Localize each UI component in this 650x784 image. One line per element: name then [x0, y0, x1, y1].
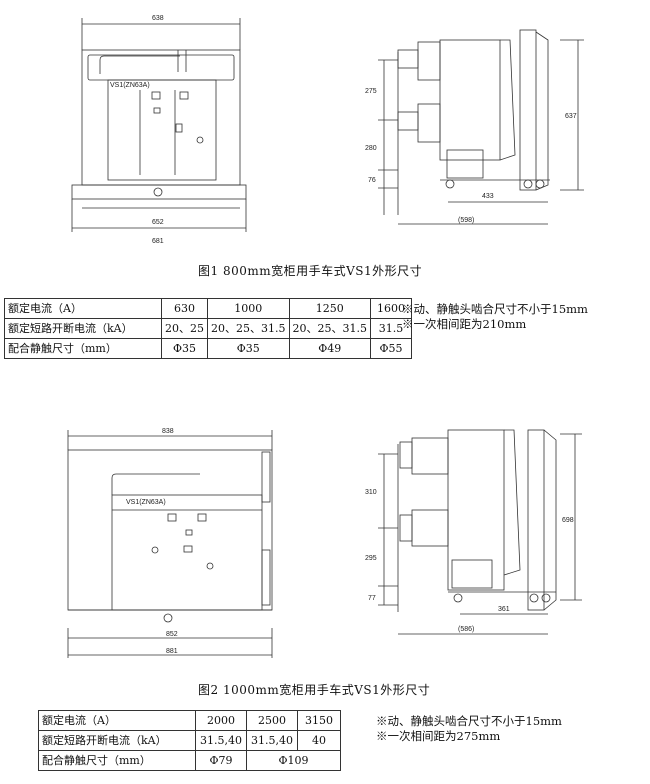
- fig1-notes: ※动、静触头啮合尺寸不小于15mm ※一次相间距为210mm: [402, 302, 588, 332]
- table-cell: Φ35: [161, 338, 208, 359]
- table-cell: 31.5,40: [195, 730, 247, 751]
- table-row: 额定短路开断电流（kA） 20、25 20、25、31.5 20、25、31.5…: [4, 318, 412, 339]
- table-cell: Φ49: [288, 338, 371, 359]
- fig2-side-view: 310 295 77 698 361 (586): [365, 429, 582, 635]
- row-label: 配合静触尺寸（mm）: [4, 338, 162, 359]
- fig2-dim-upper: 310: [365, 489, 377, 496]
- fig2-dim-outer: 881: [166, 648, 178, 655]
- fig1-dim-lower: 280: [365, 145, 377, 152]
- table-cell: 20、25、31.5: [288, 318, 371, 339]
- fig1-dim-upper: 275: [365, 88, 377, 95]
- fig1-side-view: 275 280 76 637 433 (598): [365, 29, 584, 225]
- fig1-spec-table: 额定电流（A） 630 1000 1250 1600 额定短路开断电流（kA） …: [4, 298, 412, 359]
- fig1-dim-outer: 681: [152, 238, 164, 245]
- table-cell: 2000: [195, 710, 247, 731]
- fig2-dim-total: (586): [458, 626, 474, 633]
- table-cell: 1250: [288, 298, 371, 319]
- table-row: 配合静触尺寸（mm） Φ79 Φ109: [38, 750, 341, 771]
- table-row: 额定短路开断电流（kA） 31.5,40 31.5,40 40: [38, 730, 341, 751]
- row-label: 额定电流（A）: [38, 710, 196, 731]
- note-line: ※一次相间距为210mm: [402, 317, 527, 331]
- row-label: 额定电流（A）: [4, 298, 162, 319]
- fig1-front-view: 638 VS1(ZN63A) 652 681: [71, 15, 247, 245]
- row-label: 额定短路开断电流（kA）: [38, 730, 196, 751]
- fig1-dim-height: 637: [565, 113, 577, 120]
- fig2-dim-height: 698: [562, 517, 574, 524]
- table-cell: 20、25、31.5: [207, 318, 290, 339]
- table-cell: 2500: [246, 710, 298, 731]
- fig2-front-view: 838 VS1(ZN63A) 852 881: [67, 428, 273, 658]
- row-label: 配合静触尺寸（mm）: [38, 750, 196, 771]
- table-row: 额定电流（A） 2000 2500 3150: [38, 710, 341, 731]
- fig2-spec-table: 额定电流（A） 2000 2500 3150 额定短路开断电流（kA） 31.5…: [38, 710, 341, 771]
- fig2-dim-depth: 361: [498, 606, 510, 613]
- table-cell: 31.5: [370, 318, 412, 339]
- fig2-dim-inner: 852: [166, 631, 178, 638]
- fig1-dim-total: (598): [458, 217, 474, 224]
- table-cell: 31.5,40: [246, 730, 298, 751]
- fig1-drawings: 638 VS1(ZN63A) 652 681 275 280: [71, 15, 584, 245]
- table-cell: Φ55: [370, 338, 412, 359]
- fig1-dim-width-top: 638: [152, 15, 164, 22]
- fig2-drawings: 838 VS1(ZN63A) 852 881 310 295: [67, 428, 582, 658]
- fig2-caption: 图2 1000mm宽柜用手车式VS1外形尺寸: [198, 683, 431, 697]
- table-cell: Φ35: [207, 338, 290, 359]
- table-cell: 630: [161, 298, 208, 319]
- fig2-dim-base: 77: [368, 595, 376, 602]
- fig1-dim-inner: 652: [152, 219, 164, 226]
- table-cell: 40: [297, 730, 341, 751]
- fig1-dim-depth: 433: [482, 193, 494, 200]
- table-cell: Φ109: [246, 750, 341, 771]
- note-line: ※一次相间距为275mm: [376, 729, 501, 743]
- table-cell: 1000: [207, 298, 290, 319]
- fig2-notes: ※动、静触头啮合尺寸不小于15mm ※一次相间距为275mm: [376, 714, 562, 744]
- table-row: 额定电流（A） 630 1000 1250 1600: [4, 298, 412, 319]
- note-line: ※动、静触头啮合尺寸不小于15mm: [376, 714, 562, 728]
- fig1-dim-base: 76: [368, 177, 376, 184]
- note-line: ※动、静触头啮合尺寸不小于15mm: [402, 302, 588, 316]
- fig2-dim-lower: 295: [365, 555, 377, 562]
- table-cell: Φ79: [195, 750, 247, 771]
- row-label: 额定短路开断电流（kA）: [4, 318, 162, 339]
- fig1-caption: 图1 800mm宽柜用手车式VS1外形尺寸: [198, 264, 423, 278]
- table-row: 配合静触尺寸（mm） Φ35 Φ35 Φ49 Φ55: [4, 338, 412, 359]
- table-cell: 3150: [297, 710, 341, 731]
- fig2-model-label: VS1(ZN63A): [126, 499, 166, 506]
- fig2-dim-width-top: 838: [162, 428, 174, 435]
- fig1-model-label: VS1(ZN63A): [110, 82, 150, 89]
- table-cell: 20、25: [161, 318, 208, 339]
